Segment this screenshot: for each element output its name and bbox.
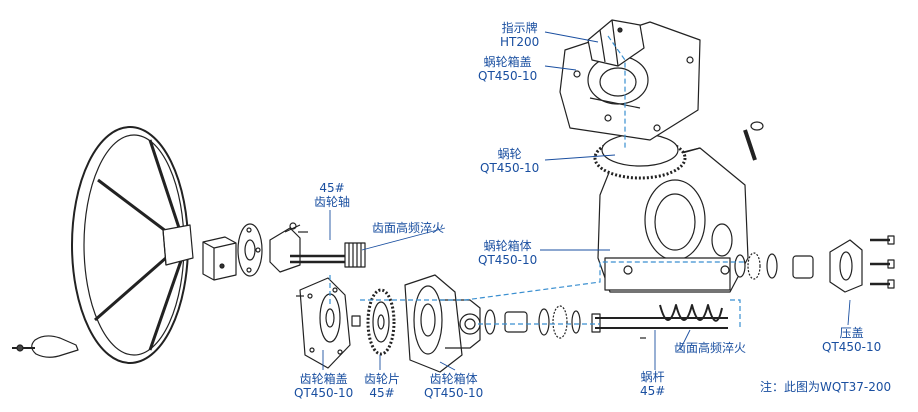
worm-axis-rings <box>484 305 581 339</box>
gear-box-cover <box>296 277 351 369</box>
label-gear-plate-code: 45# <box>369 386 395 400</box>
label-gear-plate: 齿轮片 45# <box>364 372 400 400</box>
label-worm-gear-cover-code: QT450-10 <box>478 69 538 83</box>
label-worm-gear-cover-name: 蜗轮箱盖 <box>483 55 532 69</box>
worm-gear-housing <box>597 147 749 293</box>
label-induction-hardening-top: 齿面高频淬火 <box>372 221 444 235</box>
gland <box>829 235 895 293</box>
label-worm-gear-code: QT450-10 <box>480 161 540 175</box>
worm-gear <box>593 133 687 180</box>
gear-box-housing <box>404 274 481 373</box>
flange-plate <box>237 223 263 277</box>
label-gland-code: QT450-10 <box>822 340 882 354</box>
label-worm-gear-cover: 蜗轮箱盖 QT450-10 <box>478 55 537 83</box>
label-gland: 压盖 QT450-10 <box>822 326 881 354</box>
label-gear-box-cover-name: 齿轮箱盖 <box>299 372 348 386</box>
label-gear-box-cover-code: QT450-10 <box>294 386 354 400</box>
label-worm: 蜗杆 45# <box>640 370 665 398</box>
label-indicator-plate: 指示牌 HT200 <box>500 21 539 49</box>
label-worm-code: 45# <box>640 384 666 398</box>
label-gland-name: 压盖 <box>839 326 864 340</box>
label-gear-shaft: 45# 齿轮轴 <box>314 181 350 209</box>
label-worm-gear-name: 蜗轮 <box>497 147 522 161</box>
label-gear-box-cover: 齿轮箱盖 QT450-10 <box>294 372 353 400</box>
label-induction-hardening-bottom-name: 齿面高频淬火 <box>674 341 747 355</box>
drawing-note: 注：此图为WQT37-200 <box>760 380 892 394</box>
label-worm-name: 蜗杆 <box>640 370 665 384</box>
label-indicator-plate-name: 指示牌 <box>501 21 538 35</box>
label-worm-gear-housing-code: QT450-10 <box>478 253 538 267</box>
gear-shaft <box>269 222 366 273</box>
handwheel <box>12 126 194 364</box>
label-indicator-plate-code: HT200 <box>500 35 540 49</box>
label-worm-gear: 蜗轮 QT450-10 <box>480 147 539 175</box>
label-gear-shaft-code: 齿轮轴 <box>314 195 351 209</box>
label-induction-hardening-bottom: 齿面高频淬火 <box>674 341 746 355</box>
gear-plate <box>351 288 396 356</box>
label-gear-shaft-name: 45# <box>319 181 345 195</box>
label-worm-gear-housing-name: 蜗轮箱体 <box>483 239 532 253</box>
leader-lines <box>322 31 851 371</box>
label-worm-gear-housing: 蜗轮箱体 QT450-10 <box>478 239 537 267</box>
indicator-plate <box>587 19 645 67</box>
bearing-set <box>734 252 814 280</box>
bolt <box>743 121 764 161</box>
label-gear-box-housing-name: 齿轮箱体 <box>429 372 478 386</box>
label-induction-hardening-top-name: 齿面高频淬火 <box>372 221 445 235</box>
square-adapter <box>202 236 237 281</box>
label-gear-plate-name: 齿轮片 <box>364 372 401 386</box>
worm-shaft <box>591 304 728 339</box>
label-gear-box-housing: 齿轮箱体 QT450-10 <box>424 372 483 400</box>
assembly-guide-lines <box>329 35 745 330</box>
label-gear-box-housing-code: QT450-10 <box>424 386 484 400</box>
